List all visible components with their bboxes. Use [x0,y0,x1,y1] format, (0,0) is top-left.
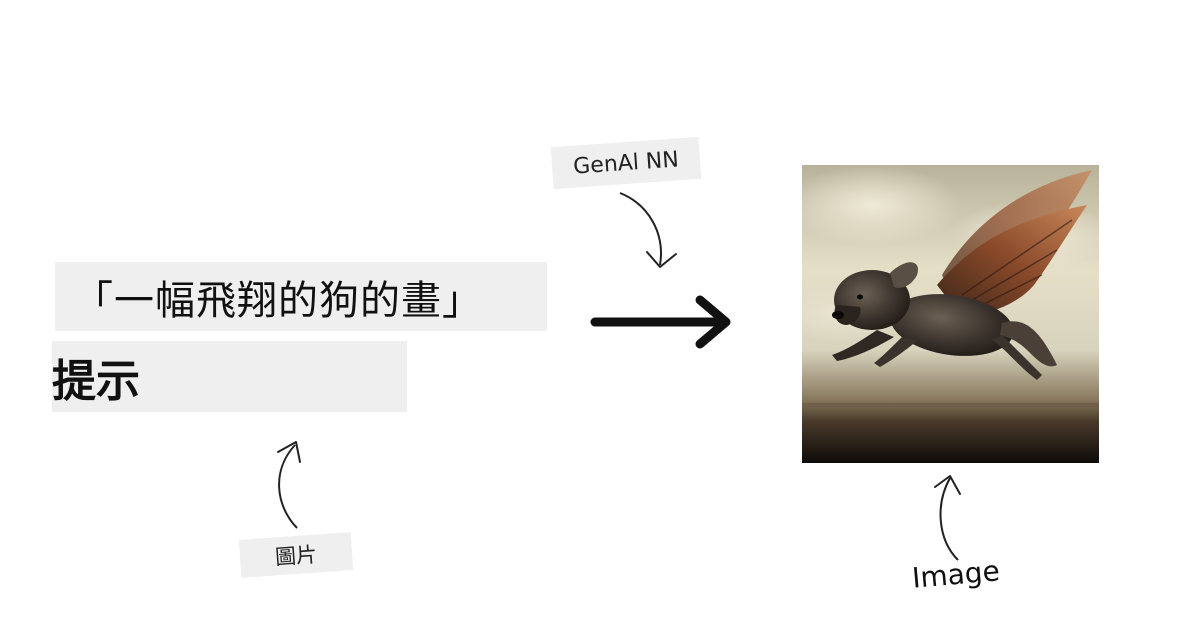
curved-arrow-icon [619,192,677,268]
picture-caption: 圖片 [274,542,318,570]
generated-image [802,165,1099,463]
picture-caption-tag: 圖片 [238,532,354,578]
model-label: GenAl NN [572,146,680,180]
dog-nose [832,311,844,319]
prompt-box: 「一幅飛翔的狗的畫」 [55,262,547,331]
dog-hind-leg [992,335,1042,380]
arrow-right-icon [590,295,731,349]
dog-front-leg [832,330,894,361]
dog-tail [1000,321,1057,367]
prompt-label-box: 提示 [52,341,407,412]
dog-front-leg [874,337,917,367]
dog-ear [890,262,918,288]
dog-body [890,294,1014,356]
horizon-line [802,403,1099,407]
cloud [802,165,962,245]
curved-arrow-icon [934,475,961,561]
dog-snout [834,305,861,325]
flying-dog-painting [802,165,1099,463]
prompt-label: 提示 [52,355,140,407]
image-label: Image [910,554,1001,595]
curved-arrow-icon [277,441,301,529]
model-tag: GenAl NN [550,136,702,190]
prompt-text: 「一幅飛翔的狗的畫」 [73,277,483,324]
dog-eye [857,294,863,300]
